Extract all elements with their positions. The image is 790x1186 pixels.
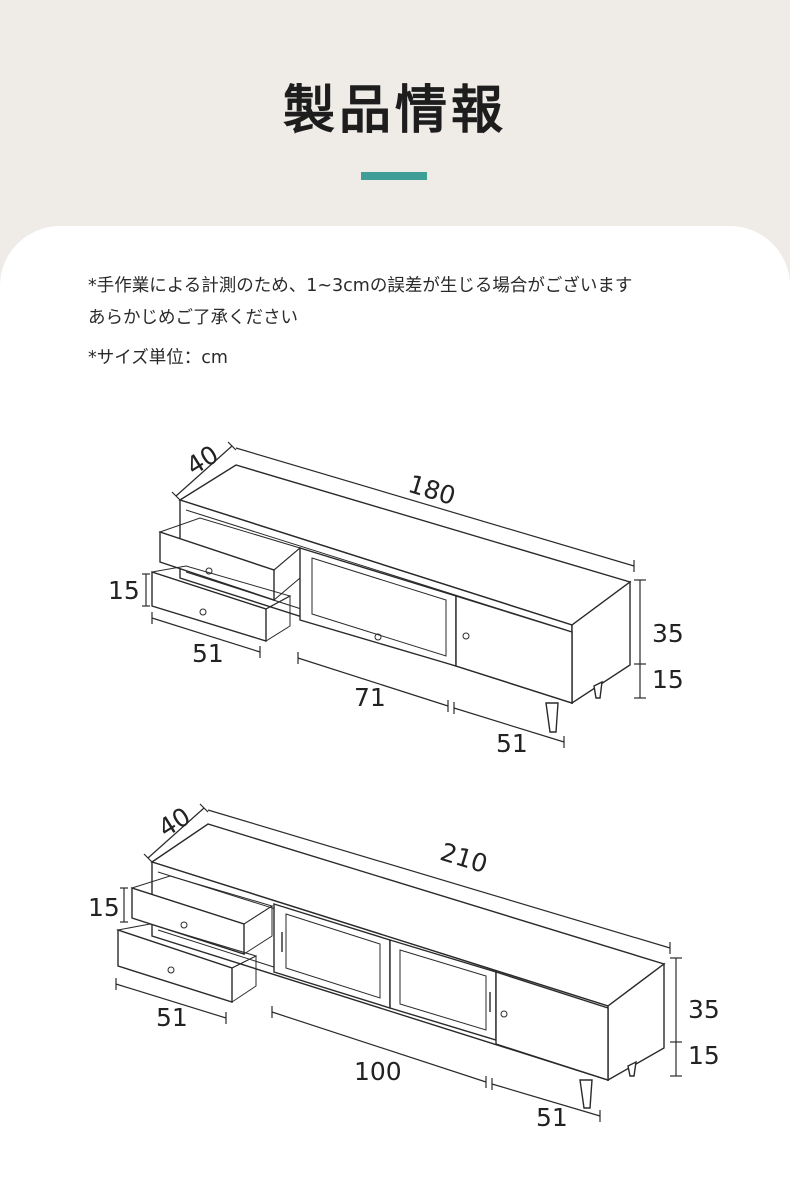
note-measurement: *手作業による計測のため、1~3cmの誤差が生じる場合がございます [88,276,633,296]
dim-drawer-width: 51 [192,639,224,668]
leg [627,1060,637,1077]
title-accent-bar [361,172,427,180]
leg [593,680,603,699]
drawer-knob-icon [167,966,175,974]
dim-door-width: 51 [536,1103,568,1132]
tv-board-210-diagram: 40 210 15 51 35 15 100 51 [88,802,720,1132]
dim-leg-height: 15 [652,665,684,694]
leg [579,1079,593,1109]
dim-drawer-width: 51 [156,1003,188,1032]
drawer-knob-icon [205,567,213,575]
dim-drawer-height: 15 [108,576,140,605]
leg [545,702,559,733]
door-knob-icon [374,633,382,641]
dim-middle-width: 100 [354,1057,402,1086]
door-knob-icon [462,632,470,640]
dim-depth: 40 [181,440,223,481]
dim-drawer-height: 15 [88,893,120,922]
note-apology: あらかじめご了承ください [88,308,298,328]
note-unit: *サイズ単位：cm [88,348,228,368]
door-knob-icon [500,1010,508,1018]
dim-body-height: 35 [688,995,720,1024]
dim-middle-width: 71 [354,683,386,712]
right-door [495,971,609,1081]
page-title: 製品情報 [282,81,507,141]
drawer-knob-icon [180,921,188,929]
drawer-knob-icon [199,608,207,616]
dim-body-height: 35 [652,619,684,648]
dim-width: 210 [437,837,491,879]
notes: *手作業による計測のため、1~3cmの誤差が生じる場合がございます あらかじめご… [88,270,748,374]
right-door [455,595,573,704]
header-band: 製品情報 [0,0,790,240]
dim-door-width: 51 [496,729,528,758]
dim-width: 180 [405,469,459,511]
tv-board-180-diagram: 40 180 15 51 35 15 71 51 [108,440,684,758]
dim-leg-height: 15 [688,1041,720,1070]
